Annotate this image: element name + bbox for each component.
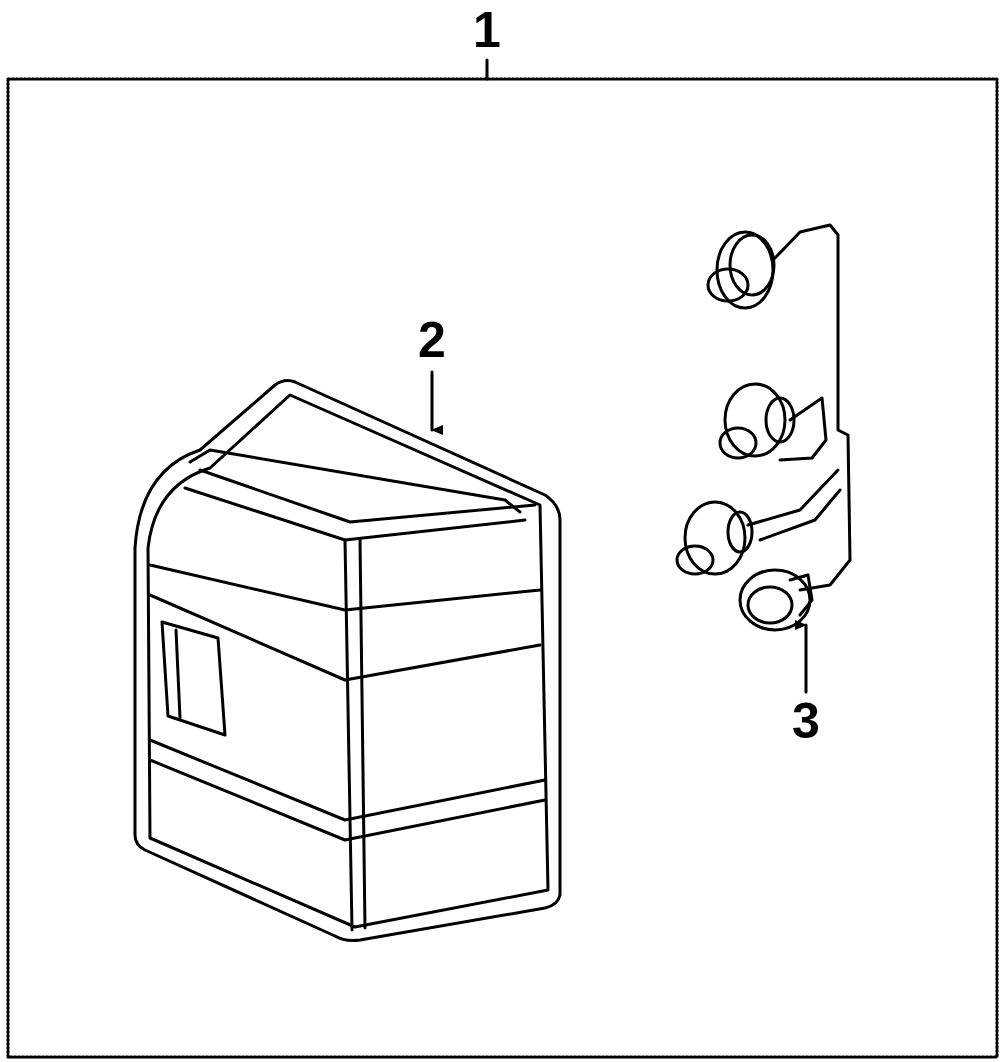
lamp-lens — [135, 381, 560, 941]
callout-number: 1 — [471, 5, 503, 55]
leader-arrow — [805, 625, 808, 692]
socket-harness — [677, 225, 850, 630]
leader-line — [486, 60, 489, 79]
assembly-frame — [8, 79, 997, 1057]
callout-number: 3 — [790, 696, 822, 746]
leader-arrow — [431, 372, 434, 430]
callout-number: 2 — [416, 315, 448, 365]
